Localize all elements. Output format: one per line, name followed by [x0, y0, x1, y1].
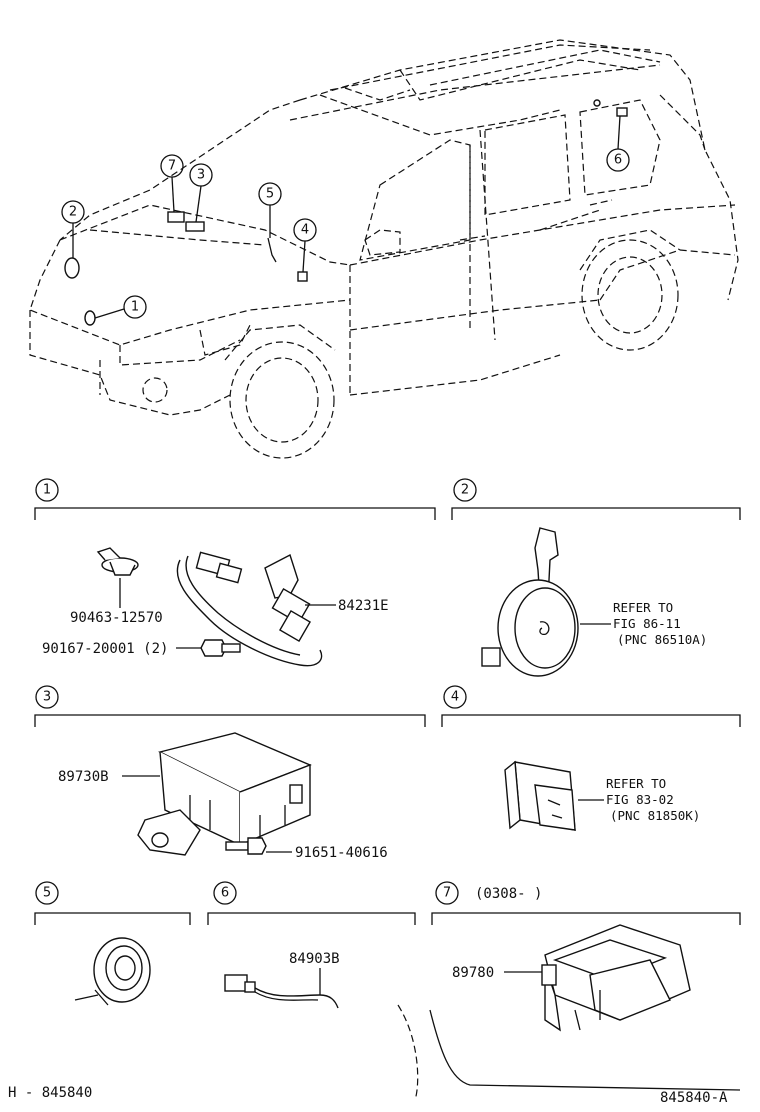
svg-text:3: 3 — [197, 168, 205, 183]
vehicle-illustration — [29, 39, 739, 459]
switch-ref-line2: FIG 83-02 — [606, 792, 674, 807]
svg-text:5: 5 — [266, 187, 274, 202]
switch-ref-line1: REFER TO — [606, 776, 666, 791]
module-part-number: 89780 — [452, 965, 494, 981]
section-6: 6 84903B — [207, 881, 416, 1009]
svg-text:2: 2 — [69, 205, 77, 220]
harness-part-number: 84231E — [338, 598, 389, 614]
section-4: 4 REFER TO FIG 83-02 (PNC 81850K) — [441, 685, 741, 831]
svg-text:7: 7 — [443, 886, 451, 901]
panel-outline-bottom — [429, 1009, 741, 1091]
module-drawing — [541, 924, 691, 1032]
callout-7: 7 — [160, 154, 184, 213]
svg-text:5: 5 — [43, 886, 51, 901]
wire-part-number: 84903B — [289, 951, 340, 967]
horn-drawing — [481, 527, 579, 677]
unit-bolt-part-number: 91651-40616 — [295, 845, 388, 861]
svg-text:6: 6 — [221, 886, 229, 901]
horn-ref-line2: FIG 86-11 — [613, 616, 681, 631]
switch-drawing — [504, 760, 576, 831]
horn-ref-line3: (PNC 86510A) — [617, 632, 707, 647]
section-1: 1 90463-12570 84231E 90167-20001 (2) — [34, 478, 436, 667]
callout-5: 5 — [258, 182, 282, 238]
unit-part-number: 89730B — [58, 769, 109, 785]
svg-text:2: 2 — [461, 483, 469, 498]
callout-2: 2 — [61, 200, 85, 258]
svg-text:6: 6 — [614, 153, 622, 168]
unit-bolt-drawing — [225, 837, 267, 855]
clamp-drawing — [96, 547, 139, 576]
horn-ref-line1: REFER TO — [613, 600, 673, 615]
harness-drawing — [176, 551, 323, 667]
callout-3: 3 — [189, 163, 213, 223]
wire-drawing — [224, 974, 339, 1009]
callout-1: 1 — [94, 295, 147, 319]
svg-text:1: 1 — [43, 483, 51, 498]
section-2: 2 REFER TO FIG 86-11 (PNC 86510A) — [451, 478, 741, 677]
control-unit-drawing — [137, 732, 312, 856]
svg-text:3: 3 — [43, 690, 51, 705]
svg-text:7: 7 — [168, 159, 176, 174]
body-outline-bottom — [397, 1004, 419, 1101]
svg-text:4: 4 — [301, 223, 309, 238]
section-5: 5 — [34, 881, 191, 1006]
sensor-drawing — [74, 937, 151, 1006]
callout-4: 4 — [293, 218, 317, 273]
callout-6: 6 — [606, 115, 630, 172]
bolt-part-number: 90167-20001 (2) — [42, 641, 168, 657]
range-label: (0308- ) — [475, 886, 542, 902]
section-7: 7 (0308- ) 89780 — [431, 881, 741, 1032]
svg-text:4: 4 — [451, 690, 459, 705]
svg-text:1: 1 — [131, 300, 139, 315]
bolt-drawing — [200, 639, 241, 657]
footer-left-code: H - 845840 — [8, 1085, 92, 1101]
clamp-part-number: 90463-12570 — [70, 610, 163, 626]
switch-ref-line3: (PNC 81850K) — [610, 808, 700, 823]
footer-right-code: 845840-A — [660, 1090, 728, 1106]
section-3: 3 89730B 91651-40616 — [34, 685, 426, 861]
